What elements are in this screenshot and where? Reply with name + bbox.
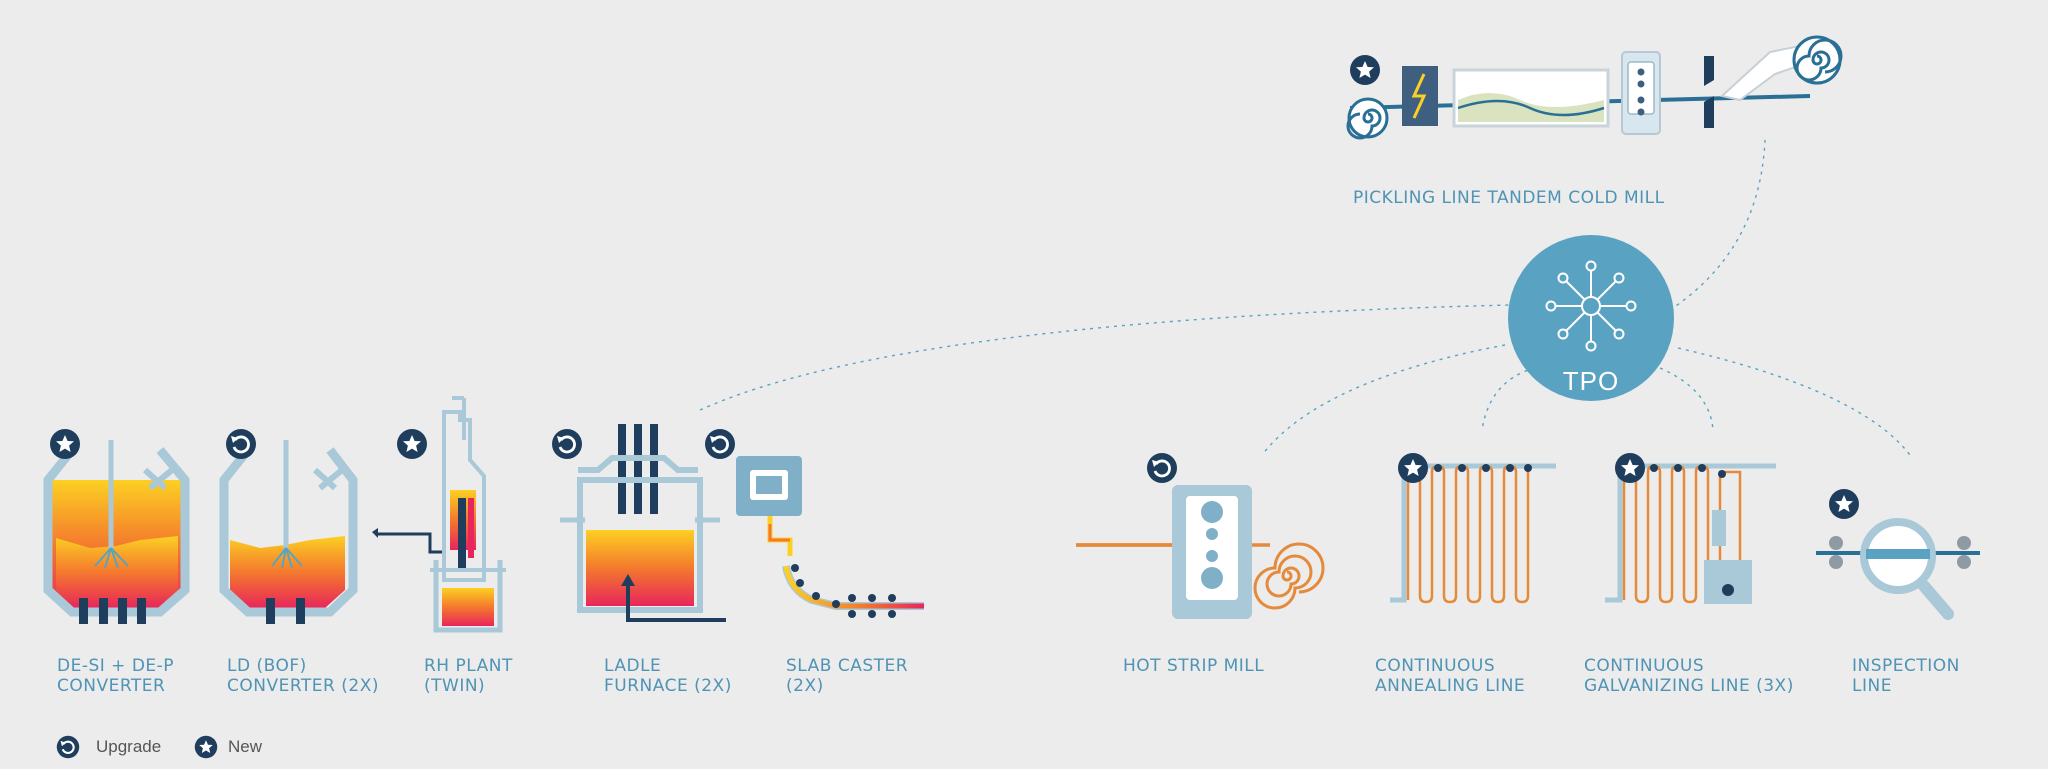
new-star-icon bbox=[1615, 453, 1645, 483]
process-label-desi: DE-SI + DE-P CONVERTER bbox=[57, 656, 174, 696]
legend-new: New bbox=[218, 733, 262, 761]
annealing-line-illustration bbox=[1390, 453, 1556, 604]
network-hub-icon bbox=[1545, 260, 1637, 352]
new-star-icon bbox=[194, 735, 218, 759]
new-star-icon bbox=[397, 429, 427, 459]
label-line: LINE bbox=[1852, 676, 1892, 696]
upgrade-icon bbox=[551, 428, 583, 460]
label-line: DE-SI + DE-P bbox=[57, 656, 175, 676]
label-line: INSPECTION bbox=[1852, 656, 1960, 676]
legend-upgrade: Upgrade bbox=[86, 733, 161, 761]
connector-lines bbox=[699, 139, 1911, 456]
new-star-icon bbox=[50, 429, 80, 459]
hot-strip-mill-illustration bbox=[1076, 452, 1325, 619]
new-star-icon bbox=[1398, 453, 1428, 483]
pickling-line-label: PICKLING LINE TANDEM COLD MILL bbox=[1353, 188, 1665, 208]
process-label-slab: SLAB CASTER (2X) bbox=[786, 656, 908, 696]
upgrade-icon bbox=[56, 735, 80, 759]
process-label-insp: INSPECTION LINE bbox=[1852, 656, 1960, 696]
label-line: HOT STRIP MILL bbox=[1123, 656, 1265, 676]
process-label-cal: CONTINUOUS ANNEALING LINE bbox=[1375, 656, 1525, 696]
legend-upgrade-label: Upgrade bbox=[96, 737, 162, 756]
label-line: LADLE bbox=[604, 656, 662, 676]
rh-plant-illustration bbox=[372, 396, 506, 633]
pickling-line-illustration bbox=[1346, 35, 1843, 140]
tpo-hub[interactable] bbox=[1508, 235, 1674, 401]
label-line: GALVANIZING LINE (3X) bbox=[1584, 676, 1794, 696]
process-label-cgl: CONTINUOUS GALVANIZING LINE (3X) bbox=[1584, 656, 1794, 696]
ladle-furnace-illustration bbox=[551, 424, 726, 622]
process-label-hsm: HOT STRIP MILL bbox=[1123, 656, 1264, 676]
upgrade-icon bbox=[1146, 452, 1178, 484]
label-line: SLAB CASTER bbox=[786, 656, 909, 676]
pickling-line-text: PICKLING LINE TANDEM COLD MILL bbox=[1353, 188, 1665, 208]
upgrade-icon bbox=[225, 428, 257, 460]
galvanizing-line-illustration bbox=[1605, 453, 1776, 604]
legend-new-label: New bbox=[228, 737, 263, 756]
process-label-ladle: LADLE FURNACE (2X) bbox=[604, 656, 732, 696]
process-label-rh: RH PLANT (TWIN) bbox=[424, 656, 513, 696]
new-star-icon bbox=[1829, 489, 1859, 519]
tpo-label: TPO bbox=[1562, 366, 1620, 396]
label-line: LD (BOF) bbox=[227, 656, 307, 676]
desi-converter-illustration bbox=[43, 429, 190, 624]
label-line: CONTINUOUS bbox=[1375, 656, 1496, 676]
label-line: CONTINUOUS bbox=[1584, 656, 1705, 676]
label-line: CONVERTER bbox=[57, 676, 166, 696]
ld-converter-illustration bbox=[219, 428, 358, 624]
slab-caster-illustration bbox=[704, 428, 924, 618]
process-label-ld: LD (BOF) CONVERTER (2X) bbox=[227, 656, 379, 696]
new-star-icon bbox=[1350, 55, 1380, 85]
label-line: (TWIN) bbox=[424, 676, 486, 696]
label-line: CONVERTER (2X) bbox=[227, 676, 379, 696]
label-line: FURNACE (2X) bbox=[604, 676, 732, 696]
label-line: ANNEALING LINE bbox=[1375, 676, 1526, 696]
label-line: (2X) bbox=[786, 676, 824, 696]
inspection-line-illustration bbox=[1816, 489, 1980, 620]
upgrade-icon bbox=[704, 428, 736, 460]
label-line: RH PLANT bbox=[424, 656, 513, 676]
